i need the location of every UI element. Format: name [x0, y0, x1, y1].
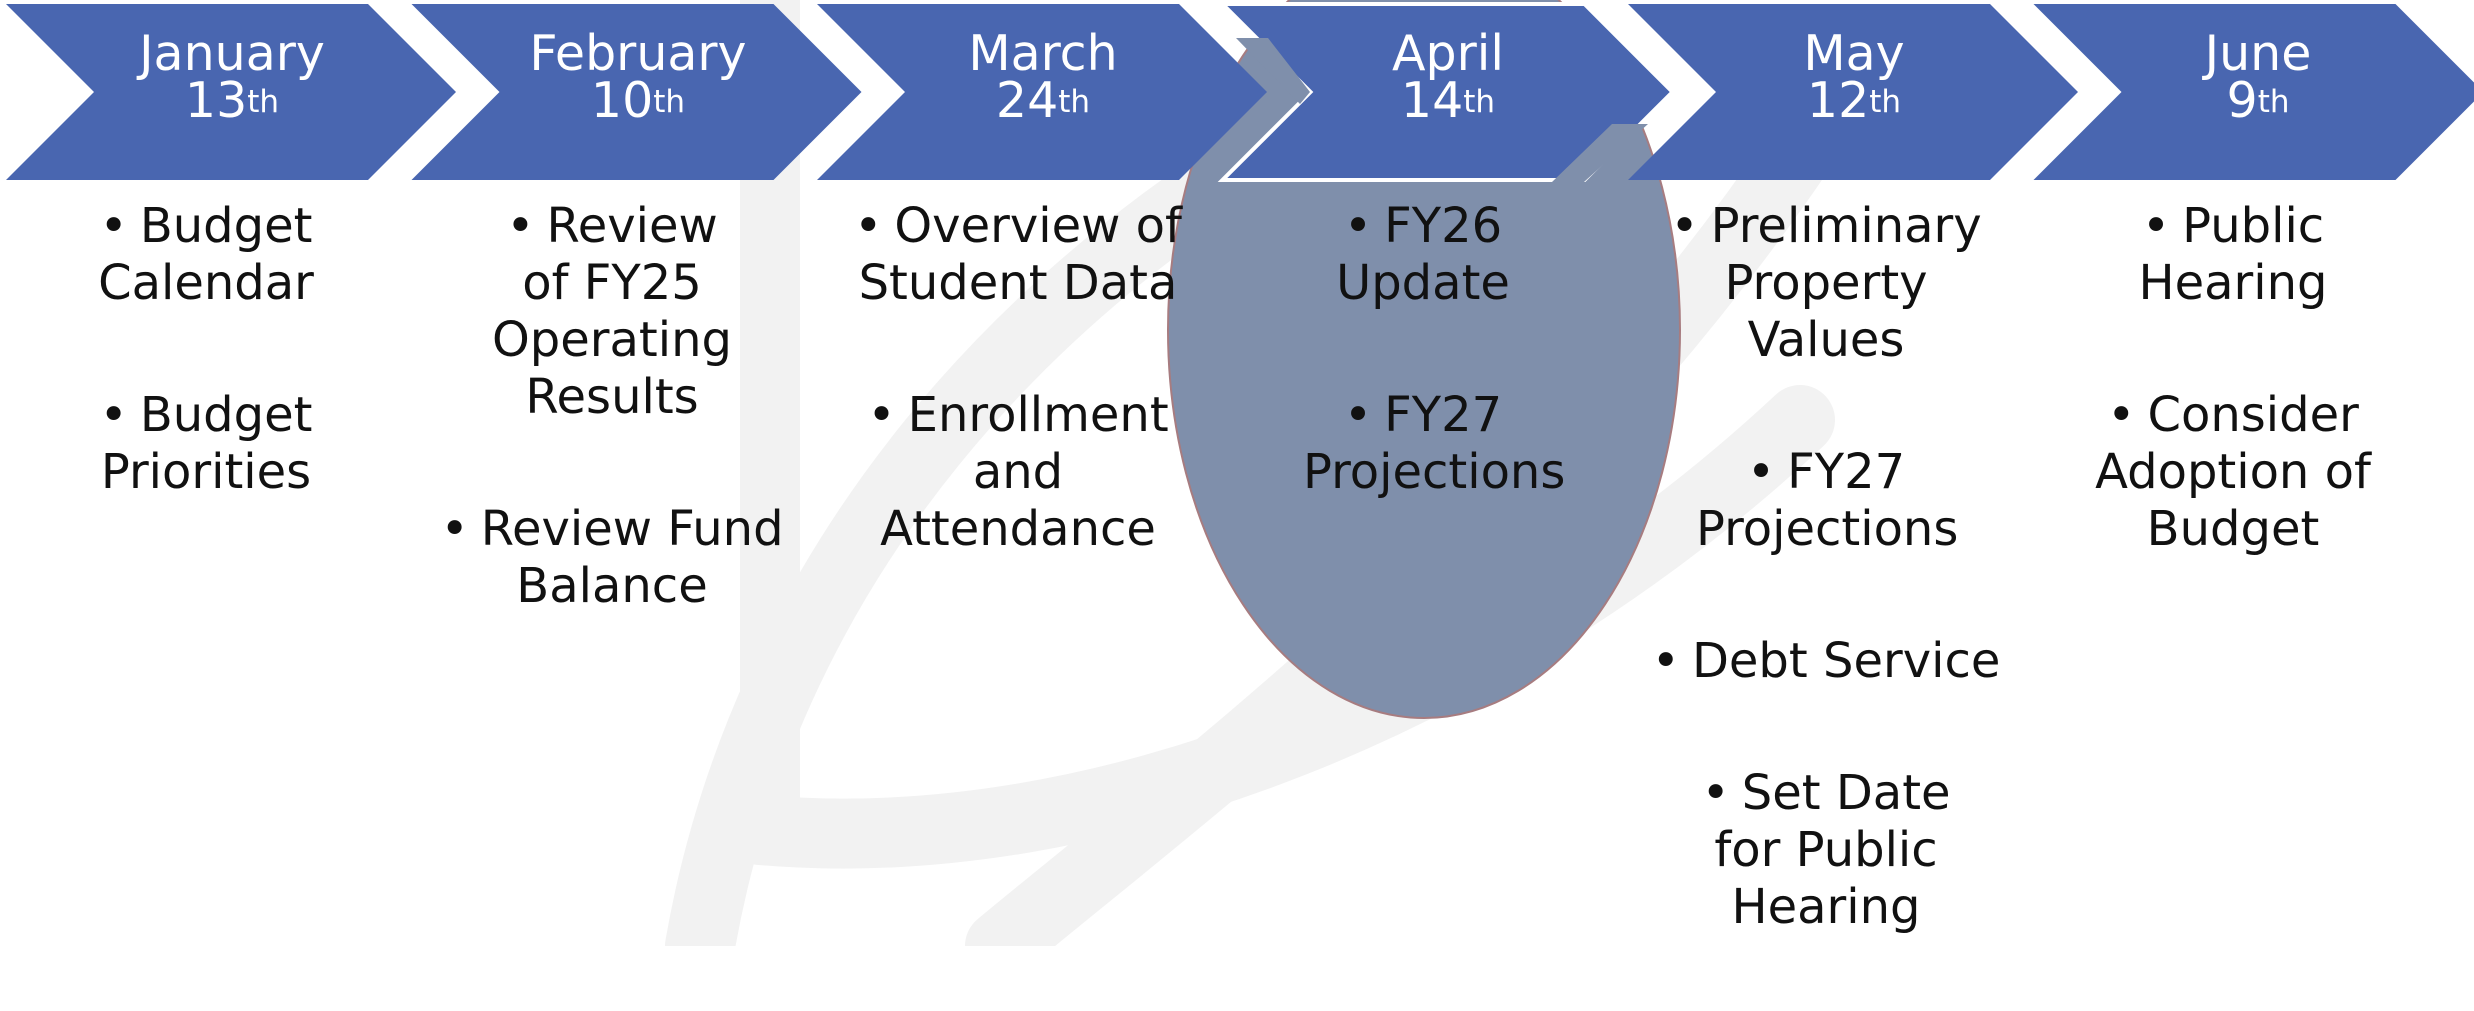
- list-item: •Overview of Student Data: [828, 198, 1208, 312]
- item-text: FY27 Projections: [1696, 444, 1958, 557]
- chevron-label-june: June 9th: [2108, 30, 2408, 124]
- day-suffix: th: [2258, 84, 2290, 120]
- item-text: Preliminary Property Values: [1711, 198, 1982, 368]
- month-label: January: [82, 30, 382, 77]
- timeline-diagram: January 13th February 10th March 24th Ap…: [0, 0, 2474, 946]
- day-label: 10: [591, 72, 653, 129]
- list-item: •FY27 Projections: [1233, 387, 1613, 501]
- day-suffix: th: [1869, 84, 1901, 120]
- list-item: •Review of FY25 Operating Results: [422, 198, 802, 426]
- day-label: 9: [2227, 72, 2258, 129]
- chevron-label-may: May 12th: [1704, 30, 2004, 124]
- month-label: June: [2108, 30, 2408, 77]
- chevron-label-march: March 24th: [893, 30, 1193, 124]
- item-text: FY27 Projections: [1303, 387, 1565, 500]
- item-text: Set Date for Public Hearing: [1714, 765, 1950, 935]
- month-label: May: [1704, 30, 2004, 77]
- item-text: Enrollment and Attendance: [880, 387, 1169, 557]
- item-text: Overview of Student Data: [859, 198, 1182, 311]
- month-label: February: [488, 30, 788, 77]
- chevron-label-april: April 14th: [1298, 30, 1598, 124]
- item-text: Debt Service: [1692, 633, 2000, 689]
- item-text: Budget Priorities: [101, 387, 313, 500]
- day-suffix: th: [653, 84, 685, 120]
- column-february: •Review of FY25 Operating Results •Revie…: [422, 198, 802, 690]
- chevron-label-january: January 13th: [82, 30, 382, 124]
- day-label: 13: [185, 72, 247, 129]
- list-item: •Enrollment and Attendance: [828, 387, 1208, 558]
- list-item: •FY27 Projections: [1636, 444, 2016, 558]
- list-item: •Set Date for Public Hearing: [1636, 765, 2016, 936]
- list-item: •Budget Calendar: [16, 198, 396, 312]
- list-item: •Budget Priorities: [16, 387, 396, 501]
- column-may: •Preliminary Property Values •FY27 Proje…: [1636, 198, 2016, 1011]
- day-label: 12: [1807, 72, 1869, 129]
- day-suffix: th: [1058, 84, 1090, 120]
- day-label: 14: [1401, 72, 1463, 129]
- list-item: •Public Hearing: [2043, 198, 2423, 312]
- list-item: •Debt Service: [1636, 633, 2016, 690]
- day-suffix: th: [247, 84, 279, 120]
- month-label: April: [1298, 30, 1598, 77]
- list-item: •Consider Adoption of Budget: [2043, 387, 2423, 558]
- month-label: March: [893, 30, 1193, 77]
- list-item: •FY26 Update: [1233, 198, 1613, 312]
- day-label: 24: [996, 72, 1058, 129]
- day-suffix: th: [1463, 84, 1495, 120]
- column-march: •Overview of Student Data •Enrollment an…: [828, 198, 1208, 633]
- list-item: •Preliminary Property Values: [1636, 198, 2016, 369]
- chevron-label-february: February 10th: [488, 30, 788, 124]
- column-june: •Public Hearing •Consider Adoption of Bu…: [2043, 198, 2423, 633]
- item-text: Review Fund Balance: [481, 501, 784, 614]
- column-january: •Budget Calendar •Budget Priorities: [16, 198, 396, 576]
- item-text: Budget Calendar: [98, 198, 314, 311]
- list-item: •Review Fund Balance: [422, 501, 802, 615]
- column-april: •FY26 Update •FY27 Projections: [1233, 198, 1613, 576]
- item-text: Consider Adoption of Budget: [2095, 387, 2371, 557]
